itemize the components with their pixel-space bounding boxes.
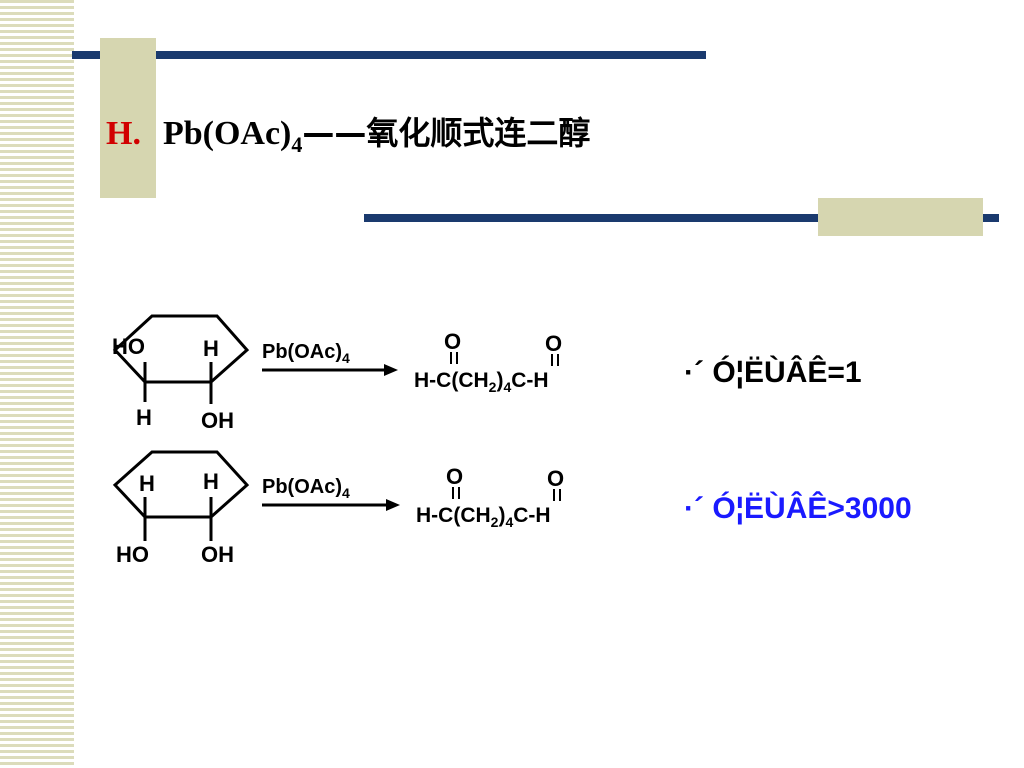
top-rule xyxy=(72,51,706,59)
product2-oxygen-right: O xyxy=(547,466,564,491)
title-reagent: Pb(OAc) xyxy=(162,115,292,152)
rate-note-2: ·´ Ó¦ËÙÂÊ>3000 xyxy=(684,492,912,525)
title-accent-block xyxy=(100,38,156,198)
slide-title: H. Pb(OAc)4——氧化顺式连二醇 xyxy=(106,108,590,158)
ring1-bottom-left-label: H xyxy=(136,405,152,430)
product1-formula: H-C(CH2)4C-H xyxy=(414,369,549,395)
bottom-rule xyxy=(364,214,999,222)
arrow-head-2 xyxy=(386,499,400,511)
product1-oxygen-right: O xyxy=(545,331,562,356)
section-letter: H. xyxy=(106,115,141,152)
ring2-bottom-right-label: OH xyxy=(201,542,234,567)
rate-note-1: ·´ Ó¦ËÙÂÊ=1 xyxy=(684,356,862,389)
ring1-top-right-label: H xyxy=(203,336,219,361)
ring2-top-right-label: H xyxy=(203,469,219,494)
title-reagent-subscript: 4 xyxy=(291,132,303,157)
product2-oxygen-left: O xyxy=(446,464,463,489)
decorative-stripes xyxy=(0,0,74,768)
ring2-top-left-label: H xyxy=(139,471,155,496)
arrow-head-1 xyxy=(384,364,398,376)
ring1-top-left-label: HO xyxy=(112,334,145,359)
reagent-label-1: Pb(OAc)4 xyxy=(262,341,350,366)
cyclohexane-ring-2 xyxy=(112,450,250,519)
reagent-label-2: Pb(OAc)4 xyxy=(262,476,350,501)
ring2-bottom-left-label: HO xyxy=(116,542,149,567)
reaction-1: HO H H OH Pb(OAc)4 O O H-C(CH2)4C-H xyxy=(112,314,562,433)
reaction-2: H H HO OH Pb(OAc)4 O O H-C(CH2)4C-H xyxy=(112,450,564,567)
product2-formula: H-C(CH2)4C-H xyxy=(416,504,551,530)
ring1-bottom-right-label: OH xyxy=(201,408,234,433)
product1-oxygen-left: O xyxy=(444,329,461,354)
title-description: ——氧化顺式连二醇 xyxy=(302,114,591,152)
rule-accent-block xyxy=(818,198,983,236)
